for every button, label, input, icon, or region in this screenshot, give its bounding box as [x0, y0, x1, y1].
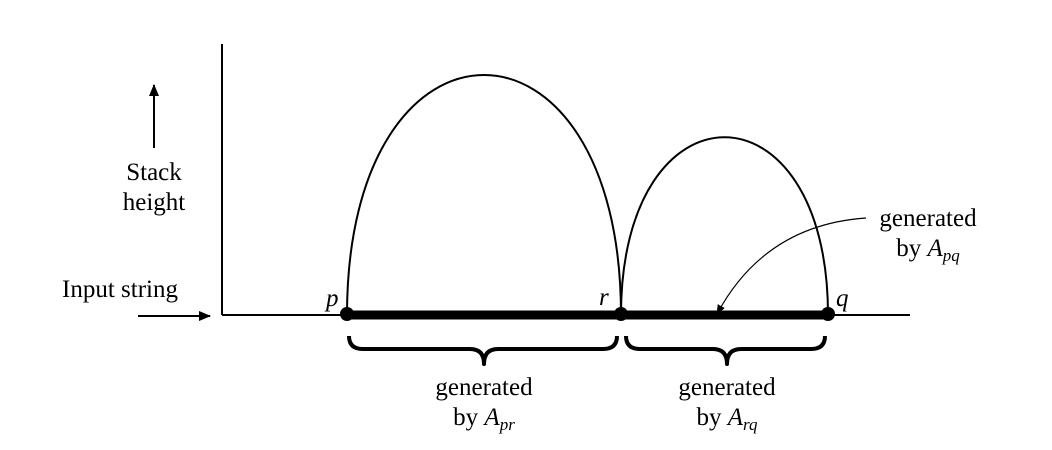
brace-rq-label-line1: generated: [678, 374, 776, 401]
point-r: [614, 307, 628, 321]
brace-pr: [347, 335, 619, 366]
brace-rq: [624, 335, 827, 366]
label-r: r: [599, 284, 609, 311]
label-q: q: [836, 285, 849, 312]
stack-curve-pr: [346, 74, 622, 316]
input-string-label: Input string: [62, 276, 178, 303]
stack-height-label-line2: height: [123, 189, 186, 216]
stack-curve-rq: [620, 136, 829, 316]
pq-pointer-arrow: [716, 217, 867, 315]
brace-pr-label-line2: by Apr: [453, 404, 515, 434]
point-q: [821, 307, 835, 321]
pq-label-line1: generated: [879, 205, 977, 232]
point-p: [340, 307, 354, 321]
brace-rq-label-line2: by Arq: [696, 404, 758, 434]
label-p: p: [324, 285, 339, 312]
stack-height-label-line1: Stack: [126, 159, 182, 186]
brace-pr-label-line1: generated: [435, 374, 533, 401]
pq-label-line2: by Apq: [896, 235, 960, 265]
